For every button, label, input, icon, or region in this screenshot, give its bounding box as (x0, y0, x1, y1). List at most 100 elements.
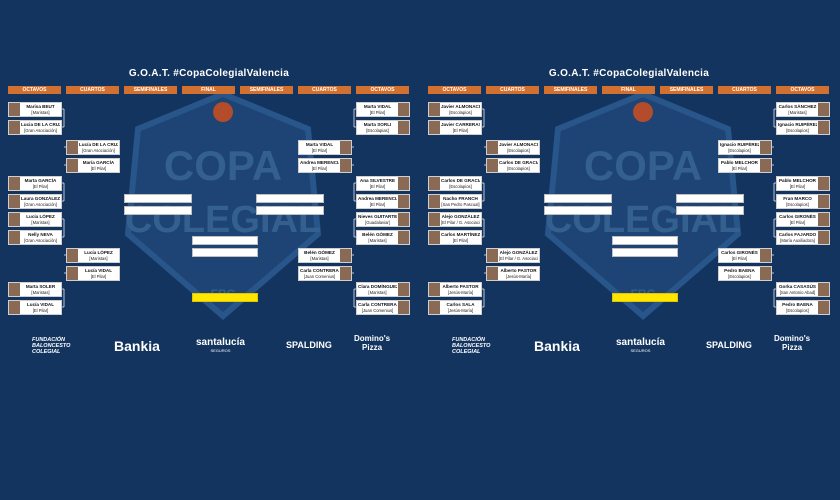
round-header: CUARTOS (298, 86, 351, 94)
player-school: [Jesús-María] (447, 308, 474, 313)
player-card: Marta SORLI[Escolapias] (356, 120, 410, 135)
player-card: María GARCÍA[El Pilar] (66, 158, 120, 173)
player-photo (760, 141, 771, 154)
player-school: [Escolapios] (728, 274, 751, 279)
player-card: Marta GARCÍA[El Pilar] (8, 176, 62, 191)
player-school: [Juan Comenius] (361, 308, 394, 313)
player-card: Lucía LÓPEZ[Maristas] (66, 248, 120, 263)
player-card: Fran MARCO[Escolapios] (776, 194, 830, 209)
player-school: [Maristas] (31, 290, 50, 295)
semifinal-slot (544, 206, 612, 215)
player-card: Pedro BAENA[Escolapios] (718, 266, 772, 281)
player-card: Carlos SÁNCHEZ[Maristas] (776, 102, 830, 117)
player-card: Carla CONTRERAS[Juan Comenius] (356, 300, 410, 315)
player-card: Ignacio RUIPÉREZ[Escolapios] (776, 120, 830, 135)
player-name: Andrea MERENCIANO (300, 160, 339, 165)
player-photo (340, 249, 351, 262)
player-photo (9, 177, 20, 190)
round-header: CUARTOS (486, 86, 539, 94)
fundacion-line1: FUNDACIÓN (32, 337, 65, 343)
player-photo (429, 103, 440, 116)
dominos-line1: Domino's (774, 334, 811, 343)
player-school: [Maristas] (89, 256, 108, 261)
fundacion-line3: COLEGIAL (32, 349, 61, 355)
round-header: FINAL (602, 86, 655, 94)
round-header: SEMIFINALES (660, 86, 713, 94)
player-photo (9, 301, 20, 314)
player-photo (67, 141, 78, 154)
player-card: Lucía VIDAL[El Pilar] (8, 300, 62, 315)
player-photo (487, 267, 498, 280)
player-school: [Escolapios] (786, 128, 809, 133)
player-school: [Maristas] (788, 110, 807, 115)
player-card: Carlos MARTÍNEZ[El Pilar] (428, 230, 482, 245)
semifinal-slot (124, 206, 192, 215)
player-name: Lucía VIDAL (26, 302, 55, 307)
player-school: [Juan Comenius] (303, 274, 336, 279)
player-photo (67, 159, 78, 172)
semifinal-slot (676, 194, 744, 203)
final-slot (612, 236, 678, 245)
player-photo (487, 141, 498, 154)
player-card: Marta SOLER[Maristas] (8, 282, 62, 297)
fundacion-line3: COLEGIAL (452, 349, 481, 355)
copa-colegial-watermark: COPACOLEGIALFBC (125, 90, 321, 320)
player-school: [Jesús-María] (447, 290, 474, 295)
player-photo (340, 141, 351, 154)
player-school: [El Pilar] (90, 166, 107, 171)
player-name: Javier CARRERAS (441, 122, 480, 127)
semifinal-slot (256, 206, 324, 215)
player-card: Alejo GONZÁLEZ[El Pilar / G. Asociación] (428, 212, 482, 227)
player-school: [Escolapios] (507, 166, 530, 171)
player-school: [Maristas] (310, 256, 329, 261)
player-photo (818, 231, 829, 244)
player-photo (429, 121, 440, 134)
player-card: Laura GONZÁLEZ[Gran Asociación] (8, 194, 62, 209)
player-photo (398, 177, 409, 190)
player-card: Marisa BEUT[Maristas] (8, 102, 62, 117)
player-photo (398, 231, 409, 244)
player-photo (67, 249, 78, 262)
player-card: Nacho FRANCH[San Pedro Pascual] (428, 194, 482, 209)
player-photo (398, 103, 409, 116)
player-name: Carlos SALA (446, 302, 475, 307)
player-photo (429, 177, 440, 190)
player-name: Fran MARCO (783, 196, 812, 201)
player-school: [El Pilar] (452, 128, 469, 133)
player-card: Javier CARRERAS[El Pilar] (428, 120, 482, 135)
final-slot (192, 236, 258, 245)
copa-colegial-watermark: COPACOLEGIALFBC (545, 90, 741, 320)
bracket-title: G.O.A.T. #CopaColegialValencia (128, 68, 290, 79)
player-card: Alejo GONZÁLEZ[El Pilar / G. Asociación] (486, 248, 540, 263)
player-card: Marta VIDAL[El Pilar] (356, 102, 410, 117)
player-photo (398, 213, 409, 226)
player-card: Carlos GIRONÉS[El Pilar] (776, 212, 830, 227)
player-name: Javier ALMONACID (499, 142, 538, 147)
player-school: [Gran Asociación] (82, 148, 115, 153)
player-name: Carlos FAJARDO (778, 232, 817, 237)
player-name: Gorka CASASÚS (778, 284, 816, 289)
round-header: OCTAVOS (8, 86, 61, 94)
player-name: Marta SORLI (363, 122, 392, 127)
player-name: Carlos SÁNCHEZ (778, 104, 817, 109)
player-card: Carlos FAJARDO[María Auxiliadora] (776, 230, 830, 245)
player-name: Lucia DE LA CRUZ (21, 122, 60, 127)
fundacion-line2: BALONCESTO (32, 343, 71, 349)
player-school: [El Pilar] (731, 166, 748, 171)
bankia-logo: Bankia (534, 338, 580, 354)
bankia-logo: Bankia (114, 338, 160, 354)
player-name: Javier ALMONACID (441, 104, 480, 109)
round-header: SEMIFINALES (544, 86, 597, 94)
fundacion-line1: FUNDACIÓN (452, 337, 485, 343)
player-school: [Gran Asociación] (24, 128, 57, 133)
player-school: [Jesús-María] (505, 274, 532, 279)
player-card: Pedro BAENA[Escolapios] (776, 300, 830, 315)
player-name: Ignacio RUIPÉREZ (778, 122, 817, 127)
player-school: [El Pilar] (452, 238, 469, 243)
player-card: Nieves GUITARTE[Guadalaviar] (356, 212, 410, 227)
round-header: FINAL (182, 86, 235, 94)
semifinal-slot (124, 194, 192, 203)
